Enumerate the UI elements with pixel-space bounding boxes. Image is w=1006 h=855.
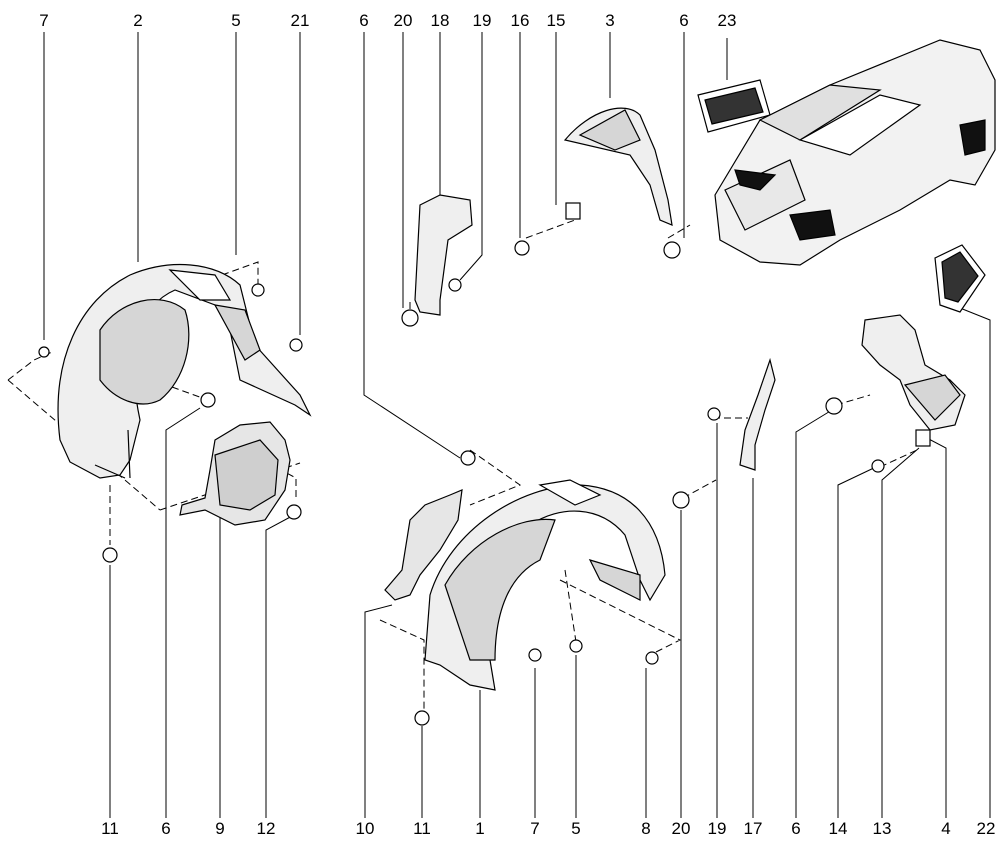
front-right-wheel-arch-liner xyxy=(424,479,666,691)
clip-5-middle xyxy=(569,639,583,653)
front-left-wheel-arch-liner xyxy=(57,263,312,479)
label-bottom-18: 22 xyxy=(976,819,996,838)
label-bottom-5: 10 xyxy=(355,819,375,838)
label-bottom-14: 6 xyxy=(791,819,801,838)
label-bottom-16: 13 xyxy=(872,819,892,838)
label-bottom-2: 6 xyxy=(161,819,171,838)
rear-wheel-arch-liner xyxy=(563,107,673,226)
label-bottom-4: 12 xyxy=(256,819,276,838)
rear-right-wheel-arch-liner xyxy=(861,314,966,431)
label-top-5: 6 xyxy=(359,11,369,30)
right-bracket xyxy=(384,489,463,601)
clip-5-left xyxy=(251,283,265,297)
label-bottom-7: 1 xyxy=(475,819,485,838)
label-bottom-1: 11 xyxy=(101,819,119,838)
clip-8 xyxy=(645,651,659,665)
plug-6-middle xyxy=(460,450,476,466)
label-bottom-10: 8 xyxy=(641,819,651,838)
label-top-12: 6 xyxy=(679,11,689,30)
screw-16 xyxy=(514,240,530,256)
label-top-10: 15 xyxy=(546,11,566,30)
label-bottom-13: 17 xyxy=(743,819,763,838)
clip-13 xyxy=(915,429,931,447)
label-bottom-9: 5 xyxy=(571,819,581,838)
plug-6-far-right xyxy=(825,397,843,415)
label-bottom-6: 11 xyxy=(413,819,431,838)
label-top-9: 16 xyxy=(510,11,530,30)
clip-11-left xyxy=(102,547,118,563)
plug-6-right xyxy=(663,241,681,259)
plug-20-right xyxy=(672,491,690,509)
rear-mount-bracket xyxy=(414,194,473,316)
label-top-4: 21 xyxy=(290,11,310,30)
plug-20-top xyxy=(401,309,419,327)
label-top-6: 20 xyxy=(393,11,413,30)
clip-12 xyxy=(286,504,302,520)
nut-19-top xyxy=(448,278,462,292)
air-vent-grille-22 xyxy=(934,244,986,313)
label-bottom-15: 14 xyxy=(828,819,848,838)
screw-7-middle xyxy=(528,648,542,662)
label-bottom-8: 7 xyxy=(530,819,540,838)
plug-6-left xyxy=(200,392,216,408)
label-bottom-11: 20 xyxy=(671,819,691,838)
label-bottom-3: 9 xyxy=(215,819,225,838)
screw-7-left xyxy=(38,346,50,358)
label-top-2: 2 xyxy=(133,11,143,30)
rear-bracket xyxy=(739,357,776,471)
label-top-13: 23 xyxy=(717,11,737,30)
label-top-1: 7 xyxy=(39,11,49,30)
dashed-assembly-lines xyxy=(7,219,918,710)
clip-15 xyxy=(565,202,581,220)
label-bottom-17: 4 xyxy=(941,819,951,838)
nut-19-right xyxy=(707,407,721,421)
front-bracket xyxy=(179,421,291,526)
screw-14 xyxy=(871,459,885,473)
station-wagon-car xyxy=(714,39,996,266)
fasteners xyxy=(38,202,931,726)
label-top-7: 18 xyxy=(430,11,450,30)
label-bottom-12: 19 xyxy=(707,819,727,838)
label-top-11: 3 xyxy=(605,11,615,30)
bolt-21 xyxy=(289,338,303,352)
label-top-8: 19 xyxy=(472,11,492,30)
clip-11-middle xyxy=(414,710,430,726)
label-top-3: 5 xyxy=(231,11,241,30)
air-vent-grille-23 xyxy=(697,79,771,133)
leader-lines xyxy=(43,32,991,818)
